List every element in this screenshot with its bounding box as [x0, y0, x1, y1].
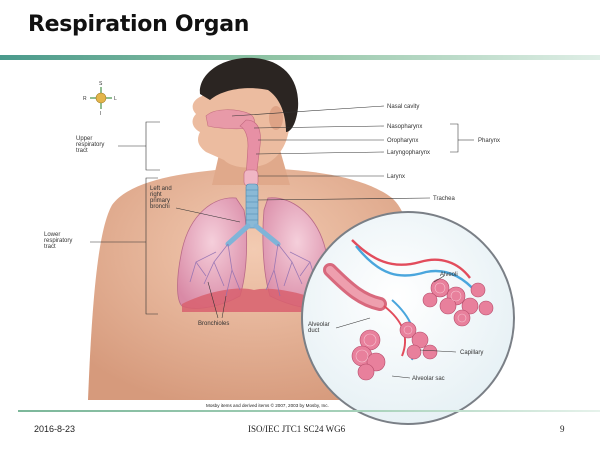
primary-bronchi	[225, 223, 281, 247]
label-alveolar-sac: Alveolar sac	[412, 376, 445, 382]
upper-tract-bracket	[118, 121, 160, 171]
label-nasal-cavity: Nasal cavity	[387, 104, 419, 110]
leader-lines	[175, 105, 474, 379]
slide-title: Respiration Organ	[28, 12, 250, 37]
compass-superior: S	[99, 81, 103, 87]
compass-left: L	[114, 96, 117, 102]
label-nasopharynx: Nasopharynx	[387, 124, 422, 130]
label-oropharynx: Oropharynx	[387, 138, 418, 144]
footer-organization: ISO/IEC JTC1 SC24 WG6	[248, 424, 346, 434]
label-alveolar-duct: Alveolar duct	[308, 322, 331, 334]
lower-tract-bracket	[90, 177, 158, 315]
ear	[269, 106, 283, 130]
larynx	[243, 169, 259, 187]
label-laryngopharynx: Laryngopharynx	[387, 150, 430, 156]
trachea	[245, 183, 259, 229]
diaphragm	[182, 288, 330, 312]
title-divider	[0, 55, 600, 60]
footer-date: 2016-8-23	[34, 424, 76, 434]
label-bronchioles: Bronchioles	[198, 321, 229, 327]
compass-right: R	[83, 96, 87, 102]
orientation-compass: S R L I	[83, 81, 117, 117]
alveoli-magnified-view	[301, 211, 515, 425]
page-number: 9	[560, 424, 565, 434]
bronchiole-tree	[189, 243, 317, 297]
compass-inferior: I	[100, 111, 101, 117]
label-lower-tract: Lower respiratory tract	[44, 232, 74, 250]
trachea-rings	[246, 189, 258, 221]
footer-divider	[18, 410, 600, 412]
hair	[199, 57, 299, 132]
label-upper-tract: Upper respiratory tract	[76, 136, 106, 154]
label-primary-bronchi: Left and right primary bronchi	[150, 186, 173, 210]
label-alveoli: Alveoli	[440, 272, 458, 278]
label-pharynx: Pharynx	[478, 138, 500, 144]
figure-credit: Mosby items and derived items © 2007, 20…	[206, 402, 329, 408]
label-larynx: Larynx	[387, 174, 405, 180]
label-capillary: Capillary	[460, 350, 483, 356]
label-trachea: Trachea	[433, 196, 455, 202]
